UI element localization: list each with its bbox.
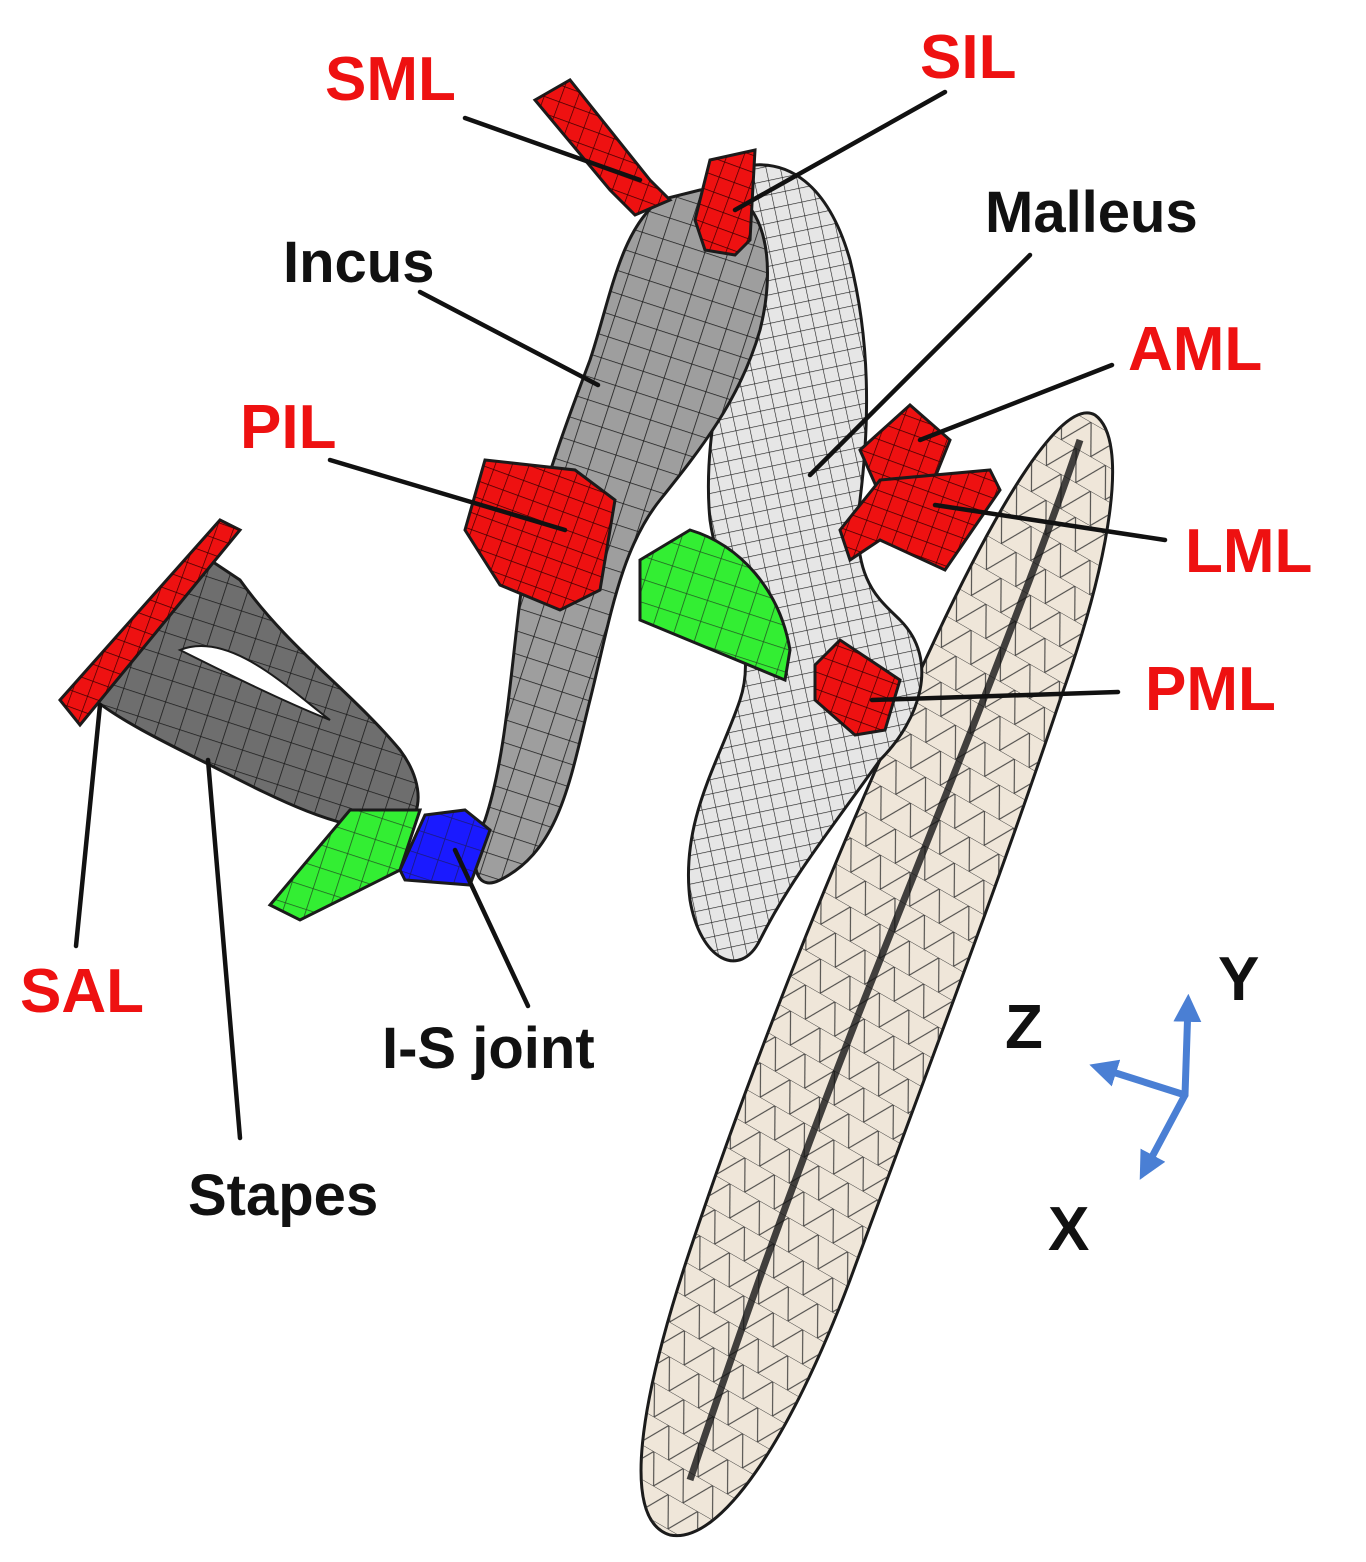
pil-ligament-shape (463, 458, 617, 612)
pml-ligament-shape (813, 638, 902, 737)
stapes-bone (93, 558, 420, 832)
leader-sal (73, 702, 103, 949)
label-pml: PML (1145, 655, 1276, 724)
lml-ligament-shape (838, 468, 1002, 572)
label-pil: PIL (240, 393, 336, 462)
sal-ligament-shape (58, 518, 243, 728)
leader-pil (327, 457, 568, 533)
label-sil: SIL (920, 23, 1016, 92)
label-sml: SML (325, 45, 456, 114)
leader-lines (73, 89, 1168, 1141)
axis-x-arrow (1139, 1091, 1189, 1180)
leader-is-joint (452, 847, 531, 1009)
leader-lml (932, 502, 1168, 543)
leader-sml (462, 115, 643, 183)
axis-y-label: Y (1218, 945, 1259, 1014)
axis-triad (1089, 993, 1202, 1180)
sml-ligament-shape (532, 78, 673, 217)
axis-z-arrow (1089, 1059, 1189, 1099)
stapes-head-cartilage (267, 808, 423, 922)
incudomalleolar-joint (638, 528, 792, 683)
label-incus: Incus (283, 230, 435, 295)
tympanic-membrane (639, 411, 1115, 1538)
is-joint-shape (398, 808, 492, 887)
axis-y-arrow (1173, 993, 1202, 1099)
leader-incus (417, 289, 601, 388)
aml-ligament-shape (858, 402, 952, 497)
leader-aml (917, 362, 1115, 443)
leader-malleus (807, 252, 1033, 478)
label-lml: LML (1185, 517, 1312, 586)
leader-stapes (205, 757, 243, 1141)
label-malleus: Malleus (985, 180, 1198, 245)
sil-ligament-shape (693, 148, 757, 257)
label-stapes: Stapes (188, 1163, 378, 1228)
axis-z-label: Z (1005, 993, 1043, 1062)
label-is-joint: I-S joint (382, 1016, 595, 1081)
label-aml: AML (1128, 315, 1262, 384)
leader-sil (732, 89, 948, 213)
label-sal: SAL (20, 957, 144, 1026)
axis-x-label: X (1048, 1195, 1089, 1264)
leader-pml (869, 689, 1121, 703)
incus-bone (473, 187, 769, 885)
